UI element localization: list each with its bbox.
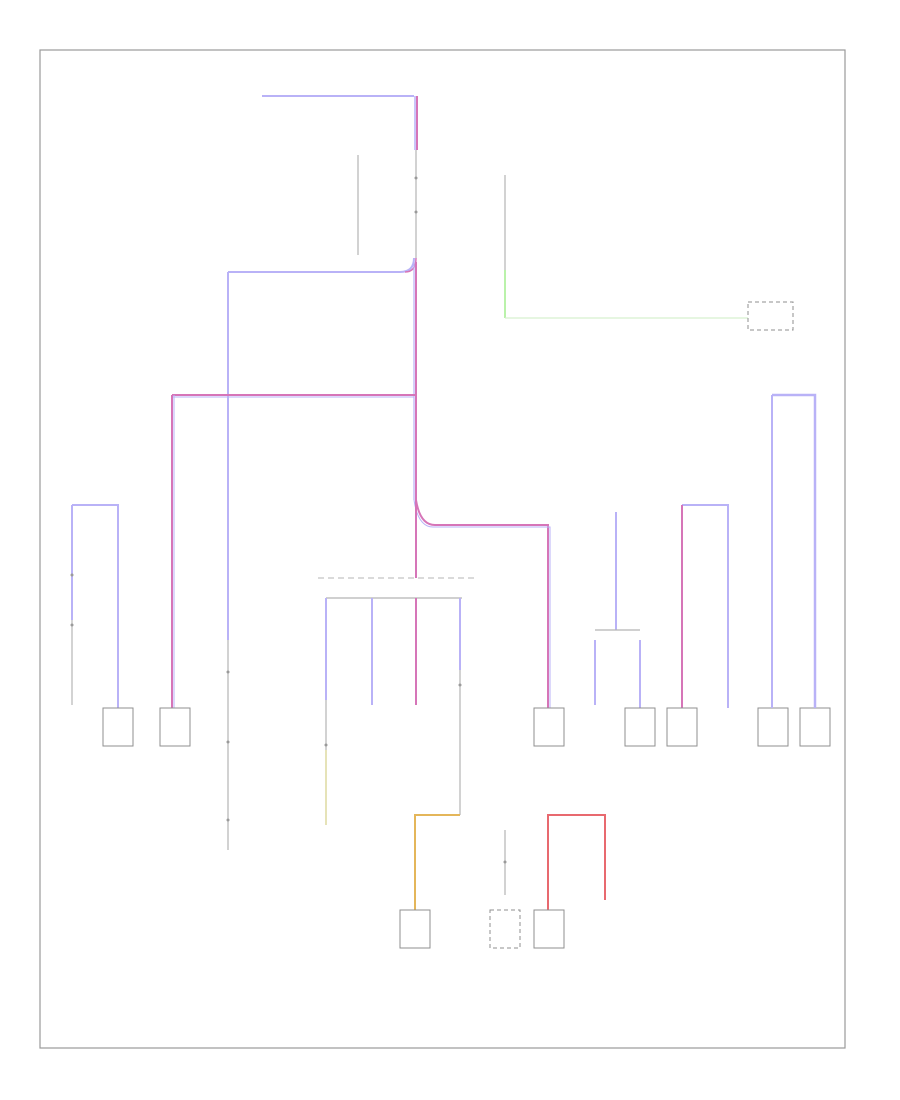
top-feed [262, 95, 418, 258]
component-box-5 [666, 707, 698, 747]
component-box-8 [399, 909, 431, 949]
component-box-1 [102, 707, 134, 747]
wire-violet-far-left [72, 504, 119, 708]
wire-violet-curve [228, 257, 415, 273]
component-box-2 [159, 707, 191, 747]
right-group [533, 393, 831, 747]
component-box-6 [757, 707, 789, 747]
terminal-far-left-1 [70, 573, 74, 577]
component-box-3 [533, 707, 565, 747]
wire-violet-r3 [772, 393, 817, 708]
wire-violet-r2 [682, 504, 729, 708]
fuse-terminal-bottom [414, 210, 418, 214]
terminal-left-mid-3 [226, 818, 230, 822]
component-box-7 [799, 707, 831, 747]
terminal-left-mid-2 [226, 740, 230, 744]
center-connector [318, 577, 478, 825]
terminal-far-left-2 [70, 623, 74, 627]
terminal-left-mid-1 [226, 670, 230, 674]
wire-pink-branch-right [415, 499, 549, 708]
component-box-4 [624, 707, 656, 747]
terminal-center-4 [458, 683, 462, 687]
component-box-9 [489, 909, 521, 949]
fuse-terminal-top [414, 176, 418, 180]
far-left-group [70, 504, 191, 747]
left-mid-group [226, 640, 230, 850]
wire-red-bottom [547, 814, 606, 910]
diagram-frame [39, 49, 846, 1049]
terminal-bottom-mid [503, 860, 507, 864]
wire-pink-curve [404, 257, 417, 273]
ground-point-box [747, 301, 794, 331]
wire-orange-bottom [414, 814, 460, 910]
component-box-10 [533, 909, 565, 949]
wire-violet-branch-right [413, 499, 551, 708]
main-trunk [171, 257, 551, 708]
terminal-center-1 [324, 743, 328, 747]
ground-branch [504, 175, 794, 331]
bottom-group [399, 814, 606, 949]
